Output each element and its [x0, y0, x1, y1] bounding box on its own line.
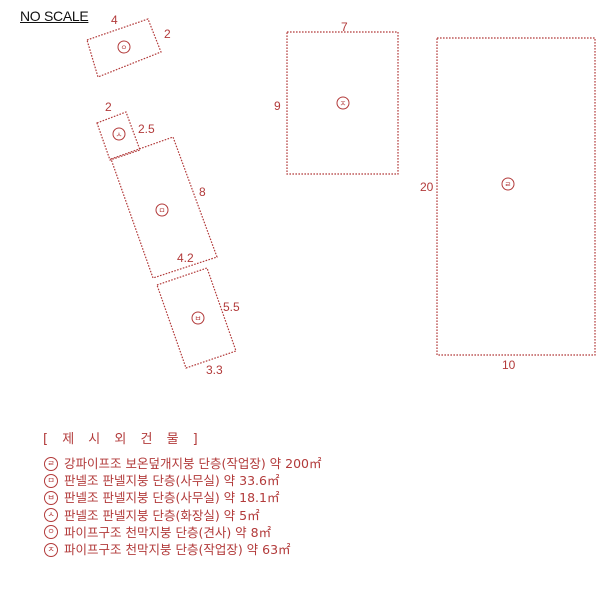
rieul-symbol: ㄹ [505, 180, 512, 189]
legend-title: [ 제 시 외 건 물 ] [43, 432, 203, 447]
legend-item-text: 파이프구조 천막지붕 단층(견사) 약 8㎡ [64, 524, 272, 540]
mieum-symbol: ㅁ [159, 206, 166, 215]
mieum-marker-icon [155, 203, 169, 217]
no-scale-label: NO SCALE [20, 8, 89, 24]
jieut-symbol: ㅈ [340, 99, 347, 108]
bieup-symbol: ㅂ [195, 314, 202, 323]
siot-dim-depth: 2.5 [138, 122, 155, 136]
legend: [ 제 시 외 건 물 ] ㄹ 강파이프조 보온덮개지붕 단층(작업장) 약 2… [43, 428, 322, 558]
legend-item-text: 파이프구조 천막지붕 단층(작업장) 약 63㎡ [64, 542, 291, 558]
legend-item-text: 판넬조 판넬지붕 단층(사무실) 약 33.6㎡ [64, 473, 280, 489]
building-bieup-outline [156, 267, 237, 369]
building-jieut-outline [286, 31, 399, 175]
legend-item-text: 판넬조 판넬지붕 단층(화장실) 약 5㎡ [64, 507, 260, 523]
building-ieung-outline [86, 18, 162, 78]
legend-item: ㅇ 파이프구조 천막지붕 단층(견사) 약 8㎡ [44, 524, 322, 541]
legend-item: ㅈ 파이프구조 천막지붕 단층(작업장) 약 63㎡ [44, 541, 322, 558]
jieut-marker-icon: ㅈ [44, 542, 58, 557]
jieut-dim-length: 9 [274, 99, 281, 113]
ieung-marker-icon [117, 40, 131, 54]
building-rieul-outline [436, 37, 596, 356]
bieup-marker-icon [191, 311, 205, 325]
legend-item-text: 강파이프조 보온덮개지붕 단층(작업장) 약 200㎡ [64, 456, 322, 471]
legend-item: ㅅ 판넬조 판넬지붕 단층(화장실) 약 5㎡ [44, 507, 322, 524]
legend-item: ㄹ 강파이프조 보온덮개지붕 단층(작업장) 약 200㎡ [44, 455, 322, 472]
ieung-symbol: ㅇ [121, 43, 128, 52]
mieum-dim-length: 8 [199, 185, 206, 199]
legend-item: ㅁ 판넬조 판넬지붕 단층(사무실) 약 33.6㎡ [44, 472, 322, 489]
ieung-marker-icon: ㅇ [44, 525, 58, 540]
mieum-dim-width: 4.2 [177, 251, 194, 265]
bieup-dim-length: 5.5 [223, 300, 240, 314]
rieul-marker-icon: ㄹ [44, 456, 58, 471]
ieung-dim-depth: 2 [164, 27, 171, 41]
mieum-marker-icon: ㅁ [44, 473, 58, 488]
legend-item-text: 판넬조 판넬지붕 단층(사무실) 약 18.1㎡ [64, 490, 280, 506]
jieut-marker-icon [336, 96, 350, 110]
bieup-dim-width: 3.3 [206, 363, 223, 377]
bieup-marker-icon: ㅂ [44, 491, 58, 505]
ieung-dim-width: 4 [111, 13, 118, 27]
siot-marker-icon: ㅅ [44, 508, 58, 523]
siot-marker-icon [112, 127, 126, 141]
rieul-dim-width: 10 [502, 358, 516, 372]
building-mieum-outline [110, 136, 218, 279]
siot-symbol: ㅅ [116, 130, 123, 139]
rieul-dim-length: 20 [420, 180, 434, 194]
legend-item: ㅂ 판넬조 판넬지붕 단층(사무실) 약 18.1㎡ [44, 489, 322, 506]
jieut-dim-width: 7 [341, 20, 348, 34]
siot-dim-width: 2 [105, 100, 112, 114]
rieul-marker-icon [501, 177, 515, 191]
